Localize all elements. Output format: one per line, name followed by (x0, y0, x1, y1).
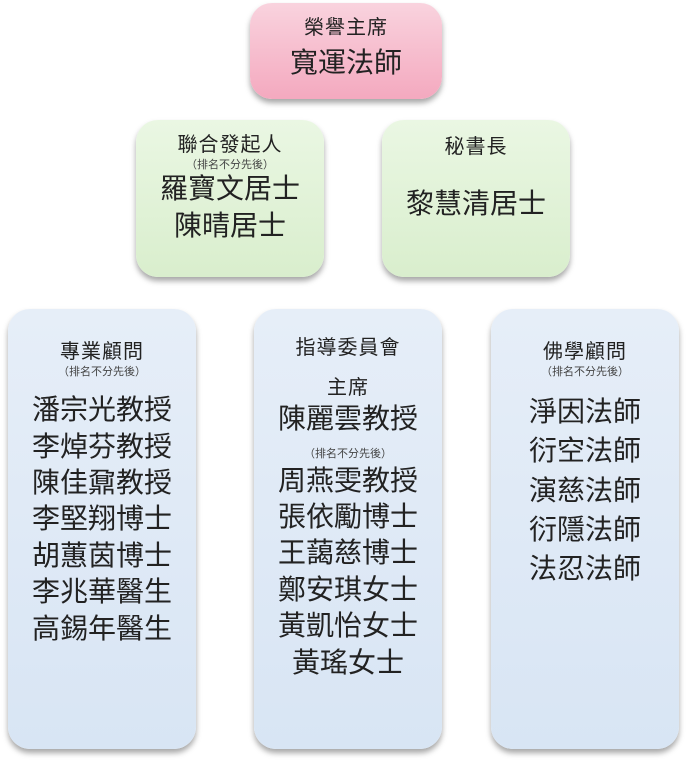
professional-advisors-note: （排名不分先後） (58, 365, 146, 378)
advisor-name: 李堅翔博士 (31, 502, 172, 536)
advisor-name: 潘宗光教授 (31, 393, 172, 427)
buddhist-advisors-box: 佛學顧問 （排名不分先後） 淨因法師 衍空法師 演慈法師 衍隱法師 法忍法師 (491, 309, 679, 749)
committee-member-name: 張依勵博士 (277, 499, 418, 533)
secretary-general-name: 黎慧清居士 (405, 187, 546, 220)
buddhist-advisor-name: 演慈法師 (528, 473, 641, 507)
cofounders-box: 聯合發起人 （排名不分先後） 羅寶文居士 陳晴居士 (136, 120, 324, 277)
committee-member-name: 周燕雯教授 (277, 463, 418, 497)
cofounders-note: （排名不分先後） (186, 158, 274, 171)
advisor-name: 高錫年醫生 (31, 611, 172, 645)
advisor-name: 陳佳鼐教授 (31, 465, 172, 499)
professional-advisors-names: 潘宗光教授 李焯芬教授 陳佳鼐教授 李堅翔博士 胡蕙茵博士 李兆華醫生 高錫年醫… (8, 392, 196, 647)
steering-committee-chair-role: 主席 (327, 375, 369, 399)
cofounder-name: 羅寶文居士 (159, 172, 300, 206)
honorary-chair-box: 榮譽主席 寬運法師 (250, 3, 442, 99)
buddhist-advisor-name: 淨因法師 (528, 395, 641, 429)
buddhist-advisors-role: 佛學顧問 (543, 339, 627, 363)
steering-committee-chair-name: 陳麗雲教授 (277, 402, 418, 435)
honorary-chair-role: 榮譽主席 (304, 15, 388, 39)
cofounder-name: 陳晴居士 (173, 208, 286, 242)
secretary-general-role: 秘書長 (444, 134, 508, 158)
committee-member-name: 黃瑤女士 (291, 645, 404, 679)
advisor-name: 胡蕙茵博士 (31, 538, 172, 572)
steering-committee-names: 周燕雯教授 張依勵博士 王藹慈博士 鄭安琪女士 黃凱怡女士 黃瑤女士 (254, 463, 442, 681)
committee-member-name: 王藹慈博士 (277, 536, 418, 570)
cofounders-names: 羅寶文居士 陳晴居士 (136, 171, 324, 244)
secretary-general-box: 秘書長 黎慧清居士 (382, 120, 570, 277)
steering-committee-note: （排名不分先後） (304, 447, 392, 461)
committee-member-name: 鄭安琪女士 (277, 572, 418, 606)
committee-member-name: 黃凱怡女士 (277, 609, 418, 643)
buddhist-advisors-note: （排名不分先後） (541, 365, 629, 378)
professional-advisors-box: 專業顧問 （排名不分先後） 潘宗光教授 李焯芬教授 陳佳鼐教授 李堅翔博士 胡蕙… (8, 309, 196, 749)
buddhist-advisors-names: 淨因法師 衍空法師 演慈法師 衍隱法師 法忍法師 (491, 392, 679, 588)
advisor-name: 李焯芬教授 (31, 429, 172, 463)
cofounders-role: 聯合發起人 (177, 132, 283, 156)
buddhist-advisor-name: 衍空法師 (528, 434, 641, 468)
buddhist-advisor-name: 法忍法師 (528, 551, 641, 585)
buddhist-advisor-name: 衍隱法師 (528, 512, 641, 546)
steering-committee-role: 指導委員會 (295, 335, 401, 359)
advisor-name: 李兆華醫生 (31, 575, 172, 609)
professional-advisors-role: 專業顧問 (60, 339, 144, 363)
steering-committee-box: 指導委員會 主席 陳麗雲教授 （排名不分先後） 周燕雯教授 張依勵博士 王藹慈博… (254, 309, 442, 749)
honorary-chair-name: 寬運法師 (289, 46, 402, 79)
